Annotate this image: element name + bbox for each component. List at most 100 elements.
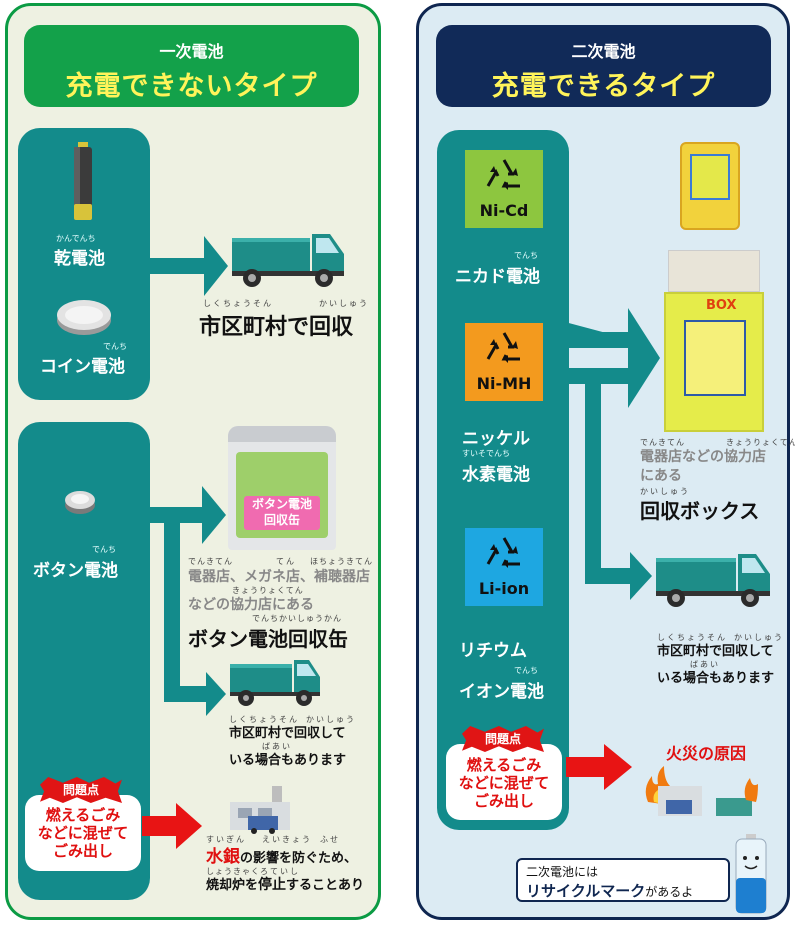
liion-code: Li-ion: [478, 579, 530, 598]
muni2-ruby-2: かいしゅう: [306, 715, 356, 724]
fire-icon: [645, 766, 758, 816]
red-arrow-icon: [142, 803, 202, 849]
secondary-header-sub: 二次電池: [571, 42, 636, 61]
rmuni-ruby-3: ばあい: [690, 660, 720, 669]
truck-icon: [232, 234, 344, 287]
rstore-ruby-3: かいしゅう: [640, 487, 690, 496]
secondary-header: 二次電池 充電できるタイプ: [436, 25, 771, 107]
store-ruby-3: ほちょうきてん: [310, 557, 373, 566]
store-ruby-5: でんちかいしゅうかん: [252, 614, 342, 623]
rproblem-line-1: 燃えるごみ: [466, 756, 542, 774]
button-battery-icon: [65, 491, 95, 514]
nimh-recycle-mark: Ni-MH: [465, 323, 543, 401]
muni2-line-2: いる場合もあります: [229, 753, 347, 768]
mercury-ruby-1: すいぎん: [206, 835, 246, 844]
municipal-collection-label: 市区町村で回収: [199, 315, 354, 340]
incinerator-icon: [230, 786, 290, 834]
store-line-2: などの協力店にある: [188, 597, 314, 613]
mercury-ruby-5: ていし: [270, 867, 300, 876]
mercury-text-2b: 停止: [258, 877, 287, 893]
flow-arrow-shaft: [145, 258, 207, 274]
problem-line-1: 燃えるごみ: [45, 806, 121, 824]
note-line-2: があるよ: [645, 885, 694, 899]
muni2-ruby-3: ばあい: [262, 742, 292, 751]
button-battery-label: ボタン電池: [33, 561, 118, 581]
dry-battery-label: 乾電池: [54, 249, 105, 269]
rmuni-ruby-1: しくちょうそん: [657, 633, 727, 642]
note-line-1: 二次電池には: [526, 865, 599, 879]
rmuni-ruby-2: かいしゅう: [734, 633, 784, 642]
mercury-line-2: 焼却炉を停止することあり: [206, 874, 364, 894]
nimh-code: Ni-MH: [476, 374, 532, 393]
box-lid-image: [668, 250, 760, 292]
coin-ruby: でんち: [103, 342, 127, 351]
truck-icon: [656, 554, 770, 607]
liion-label-2: イオン電池: [459, 682, 544, 702]
can-label-line2: 回収缶: [263, 513, 300, 527]
coin-battery-label: コイン電池: [40, 357, 125, 377]
recycle-box-image: BOX: [664, 292, 764, 432]
rstore-line-2: にある: [640, 468, 682, 484]
rstore-line-1: 電器店などの協力店: [640, 449, 766, 465]
store-ruby-4: きょうりょくてん: [232, 586, 304, 595]
flow-arrow-shaft: [565, 332, 631, 348]
truck-icon: [230, 660, 320, 706]
nimh-ruby: すいそでんち: [462, 449, 510, 458]
dry-battery-icon: [74, 142, 92, 220]
dry-ruby: かんでんち: [56, 234, 96, 243]
mercury-highlight: 水銀: [206, 847, 240, 867]
nicd-ruby: でんち: [514, 251, 538, 260]
button-can-title: ボタン電池回収缶: [188, 627, 348, 651]
button-battery-can-image: ボタン電池 回収缶: [228, 426, 336, 550]
flow-arrow-shaft: [585, 568, 633, 584]
battery-mascot-icon: [735, 834, 767, 914]
mercury-ruby-2: えいきょう: [262, 835, 312, 844]
nimh-label-2: 水素電池: [462, 465, 530, 485]
recycle-icon: [486, 332, 520, 363]
mercury-ruby-3: ふせ: [320, 835, 340, 844]
liion-ruby: でんち: [514, 666, 538, 675]
mercury-text: の影響を防ぐため、: [240, 851, 358, 866]
small-recycle-box-image: [680, 142, 740, 230]
rmuni-line-1: 市区町村で回収して: [657, 644, 774, 659]
red-arrow-icon: [566, 744, 632, 790]
rproblem-line-2: などに混ぜて: [458, 774, 550, 792]
collection-box-title: 回収ボックス: [640, 499, 760, 523]
primary-header: 一次電池 充電できないタイプ: [24, 25, 359, 107]
municipal-ruby-2: かいしゅう: [319, 299, 369, 308]
coin-battery-icon: [57, 300, 111, 335]
recycle-icon: [486, 537, 520, 568]
problem-line-3: ごみ出し: [52, 842, 113, 860]
rproblem-line-3: ごみ出し: [473, 792, 534, 810]
store-line-1: 電器店、メガネ店、補聴器店: [188, 569, 370, 585]
can-label-line1: ボタン電池: [251, 497, 312, 511]
box-text: BOX: [706, 298, 737, 313]
recycle-icon: [486, 159, 520, 190]
nimh-label-1: ニッケル: [462, 429, 530, 449]
nicd-recycle-mark: Ni-Cd: [465, 150, 543, 228]
nicd-code: Ni-Cd: [479, 201, 529, 220]
liion-recycle-mark: Li-ion: [465, 528, 543, 606]
muni2-ruby-1: しくちょうそん: [229, 715, 299, 724]
nicd-label: ニカド電池: [455, 267, 540, 287]
rstore-ruby-1: でんきてん: [640, 438, 685, 447]
flow-arrow-shaft: [565, 368, 631, 384]
rechargeable-block: [437, 130, 569, 830]
mercury-text-2c: することあり: [286, 878, 365, 893]
button-ruby: でんち: [92, 545, 116, 554]
flow-arrow-shaft: [164, 686, 210, 702]
rstore-ruby-2: きょうりょくてん: [726, 438, 795, 447]
primary-problem-box: 燃えるごみ などに混ぜて ごみ出し: [25, 795, 141, 871]
flow-arrow-shaft: [585, 380, 601, 576]
secondary-problem-box: 燃えるごみ などに混ぜて ごみ出し: [446, 744, 562, 820]
mercury-text-2a: 焼却炉を: [206, 878, 259, 893]
store-ruby-1: でんきてん: [188, 557, 233, 566]
recycle-mark-note: 二次電池には リサイクルマークがあるよ: [516, 858, 730, 902]
store-ruby-2: てん: [276, 557, 296, 566]
fire-cause-label: 火災の原因: [666, 744, 747, 763]
flow-arrow-shaft: [164, 515, 180, 695]
mercury-ruby-4: しょうきゃくろ: [206, 867, 269, 876]
secondary-header-title: 充電できるタイプ: [491, 71, 716, 102]
problem-line-2: などに混ぜて: [37, 824, 129, 842]
primary-header-title: 充電できないタイプ: [65, 71, 318, 102]
